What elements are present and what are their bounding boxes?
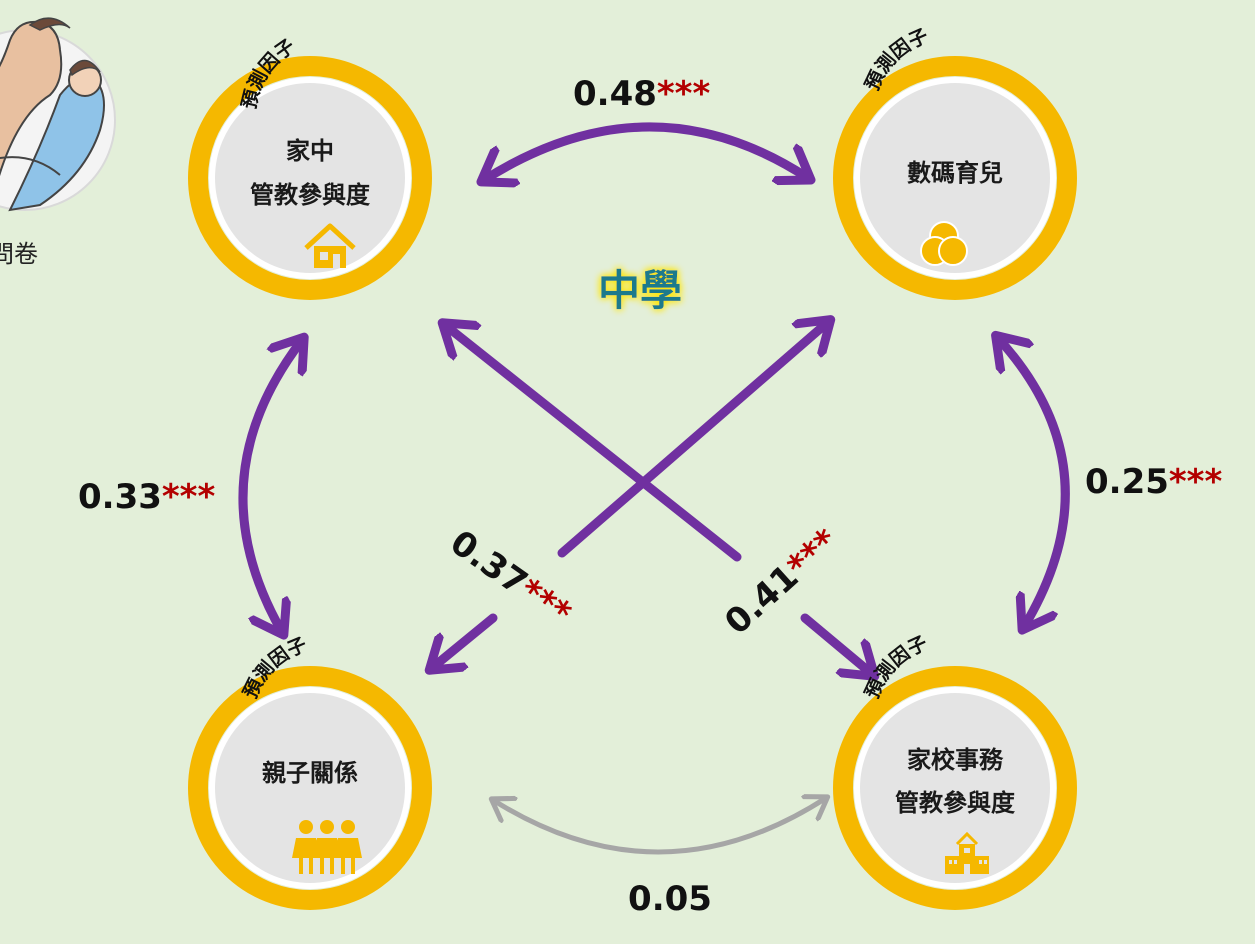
coef-digital-relation: 0.37*** (443, 523, 579, 635)
node-home-line-2: 管教參與度 (250, 181, 371, 209)
questionnaire-caption: 問卷 (0, 240, 38, 268)
coef-home-digital-stars: *** (657, 74, 711, 114)
arrow-home-school-lower (800, 613, 872, 674)
family-icon (292, 820, 362, 874)
coef-home-relation: 0.33*** (78, 477, 215, 517)
node-school-line-1: 家校事務 (907, 746, 1004, 774)
coef-home-relation-stars: *** (162, 477, 216, 517)
arrow-digital-relation-upper (557, 322, 828, 558)
coef-home-relation-value: 0.33 (78, 477, 162, 517)
house-icon (304, 223, 356, 268)
arrows (238, 122, 1070, 855)
coef-relation-school: 0.05 (628, 879, 712, 919)
node-digital-parenting: 數碼育兒 (833, 56, 1077, 300)
node-home-line-1: 家中 (286, 137, 334, 165)
arrow-digital-school (998, 338, 1070, 627)
school-icon (945, 831, 989, 874)
node-school-discipline: 家校事務 管教參與度 (833, 666, 1077, 910)
arrow-relation-school (493, 798, 826, 855)
coef-home-digital-value: 0.48 (573, 74, 657, 114)
center-label: 中學 (598, 266, 682, 315)
node-parent-child-relation: 親子關係 (188, 666, 432, 910)
node-school-line-2: 管教參與度 (895, 789, 1016, 817)
arrow-home-school-upper (445, 325, 742, 562)
coef-relation-school-value: 0.05 (628, 879, 712, 919)
parent-child-illustration (0, 17, 116, 212)
node-home-discipline: 家中 管教參與度 (188, 56, 432, 300)
coef-digital-school: 0.25*** (1085, 462, 1222, 502)
coef-digital-school-value: 0.25 (1085, 462, 1169, 502)
venn-circles-icon (920, 221, 968, 266)
node-relation-line-1: 親子關係 (262, 759, 358, 787)
coef-home-digital: 0.48*** (573, 74, 710, 114)
coef-digital-school-stars: *** (1169, 462, 1223, 502)
arrow-home-digital (484, 122, 808, 180)
node-digital-line-1: 數碼育兒 (907, 159, 1003, 187)
arrow-home-relation (238, 340, 302, 632)
arrow-digital-relation-lower (432, 613, 498, 668)
coef-home-school: 0.41*** (717, 521, 846, 643)
